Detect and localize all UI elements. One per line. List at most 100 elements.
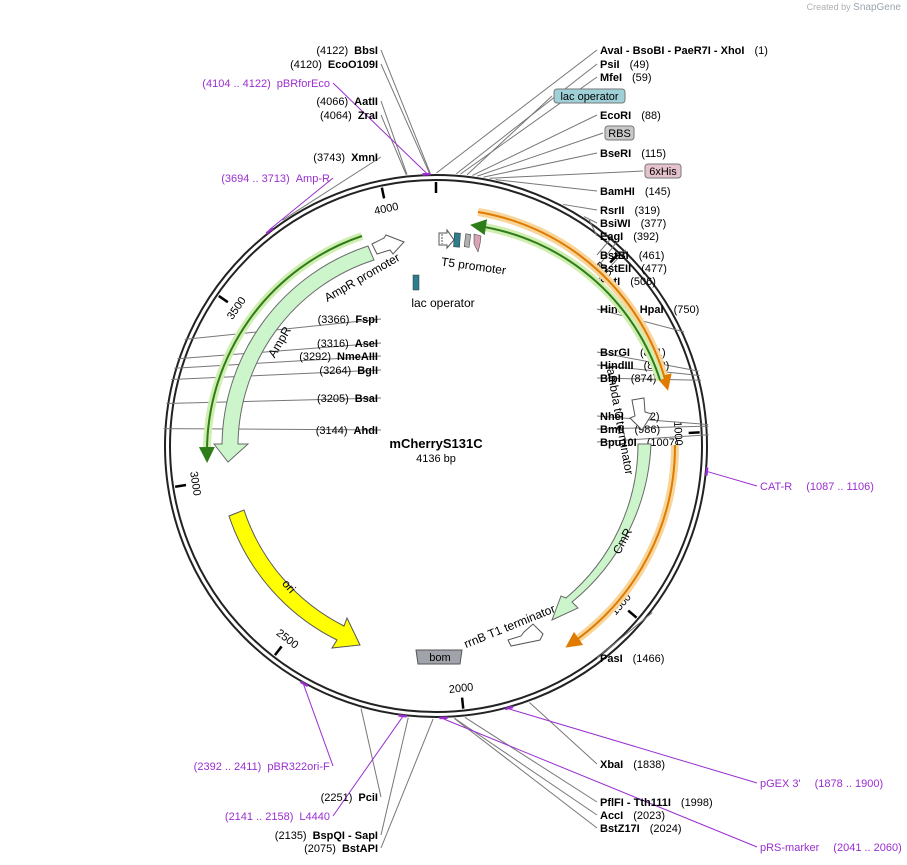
enzyme-line-bstbi [596,236,613,256]
enzyme-line-bbsi [380,49,431,174]
t5-promoter-feature[interactable] [438,228,455,250]
enzyme-bgli: (3264)BglI [319,365,378,377]
plasmid-name: mCherryS131C [389,436,483,451]
enzyme-line-nmeaiii [174,355,382,369]
tick-mark-1000 [688,431,700,435]
enzyme-line-ahdi [163,428,382,431]
enzyme-line-pflfi-tth111i [464,717,598,803]
rrnb-t1-terminator-feature[interactable] [507,623,544,647]
tick-mark-3000 [174,483,187,488]
enzyme-bsteii: BstEII(477) [600,263,667,275]
enzyme-line-blpi [596,377,701,381]
enzyme-aatii: (4066)AatII [316,96,378,108]
6xhis-feature[interactable] [473,233,482,253]
enzyme-line-bseri [483,152,598,178]
boxed-line-lac-operator [466,95,553,176]
enzyme-line-nhei [596,415,709,425]
enzyme-ecoo109i: (4120)EcoO109I [290,59,378,71]
enzyme-line-hindiii [596,364,700,376]
bom-label: bom [429,652,450,664]
rbs-feature[interactable] [463,233,471,248]
svg-text:RBS: RBS [608,128,631,140]
enzyme-pasi: PasI(1466) [600,653,664,665]
primer-line-pgex-3 [509,708,758,784]
enzyme-ecori: EcoRI(88) [600,110,661,122]
enzyme-rsrii: RsrII(319) [600,205,660,217]
enzyme-fspi: (3366)FspI [318,314,378,326]
tick-mark-3500 [218,294,229,304]
primer-pbr322ori-f: (2392 .. 2411)pBR322ori-F [194,761,330,773]
primer-l4440: (2141 .. 2158)L4440 [225,811,330,823]
mcherry-orf-arrow [477,211,672,391]
boxed-feature-6xhis[interactable]: 6xHis [644,163,682,179]
primer-line-cat-r [707,471,758,487]
enzyme-bmti: BmtI(986) [600,424,660,436]
enzyme-bseri: BseRI(115) [600,148,666,160]
enzyme-line-rsrii [563,203,598,211]
enzyme-bstz17i: BstZ17I(2024) [600,823,682,835]
enzyme-line-ecori [472,114,598,176]
enzyme-bsai: (3205)BsaI [317,393,378,405]
orf-green-arrow [470,219,661,381]
lac-operator-feature-b[interactable] [412,274,420,291]
enzyme-line-aatii [380,100,408,175]
primer-line-pbr322ori-f [303,684,334,767]
enzyme-avai-bsobi-paer7i-xhoi: AvaI - BsoBI - PaeR7I - XhoI(1) [600,45,768,57]
primer-pgex-3: pGEX 3'(1878 .. 1900) [760,778,883,790]
watermark-brand: SnapGene [853,2,901,13]
primer-mark-l4440 [398,714,407,718]
lambda-t0-terminator-feature[interactable] [629,397,653,431]
primer-mark-cat-r [705,467,709,476]
enzyme-line-xbai [529,702,598,765]
tick-mark-2500 [273,645,283,656]
enzyme-line-pasi [596,612,653,659]
backbone-inner [169,179,703,713]
boxed-feature-lac-operator[interactable]: lac operator [553,88,626,104]
ampr-promoter-feature[interactable] [371,234,405,255]
enzyme-bstbi: BstBI(461) [600,250,664,262]
enzyme-line-bstapi [380,718,434,849]
enzyme-line-bspqi-sapi [380,717,409,836]
enzyme-bamhi: BamHI(145) [600,186,671,198]
cmr-label: CmR [610,525,635,556]
lac-operator-label: lac operator [411,296,474,310]
leader-lines-layer [163,49,758,849]
tick-label-4000: 4000 [373,201,399,218]
boxed-line-6xhis [489,170,644,179]
enzyme-line-bsteii [596,241,618,269]
backbone-outer [164,174,708,718]
enzyme-xmni: (3743)XmnI [313,152,378,164]
primer-line-prs-marker [443,718,758,848]
enzyme-line-bsrgi [596,351,699,372]
tick-label-2500: 2500 [274,627,301,651]
enzyme-line-eagi [588,219,598,237]
ampr-orf-arrow [198,235,363,463]
enzyme-line-bmti [596,425,709,430]
enzyme-line-bstz17i [453,717,598,829]
enzyme-blpi: BlpI(874) [600,373,656,385]
lac-operator-feature-a[interactable] [453,232,461,248]
bom-feature[interactable] [415,649,463,665]
enzyme-line-bpu10i [596,434,709,443]
cmr-feature[interactable] [551,443,652,621]
primer-line-amp-r [268,177,334,231]
enzyme-pflfi-tth111i: PflFI - Tth111I(1998) [600,797,713,809]
cmr-orf-arrow [565,444,677,648]
ampr-feature[interactable] [212,245,375,463]
enzyme-pcii: (2251)PciI [321,792,378,804]
tick-mark-500 [609,253,619,264]
primer-pbrforeco: (4104 .. 4122)pBRforEco [202,78,330,90]
enzyme-line-fspi [184,318,382,340]
enzyme-line-bamhi [495,179,598,192]
enzyme-line-xmni [282,156,382,221]
tick-mark-2000 [460,697,465,709]
enzyme-nmeaiii: (3292)NmeAIII [299,351,378,363]
primer-amp-r: (3694 .. 3713)Amp-R [221,173,330,185]
enzyme-line-bsiwi [583,216,598,224]
plasmid-length: 4136 bp [416,453,456,465]
enzyme-line-avai-bsobi-paer7i-xhoi [436,49,598,174]
ori-feature[interactable] [228,509,361,649]
boxed-feature-rbs[interactable]: RBS [604,125,635,141]
enzyme-xbai: XbaI(1838) [600,759,665,771]
